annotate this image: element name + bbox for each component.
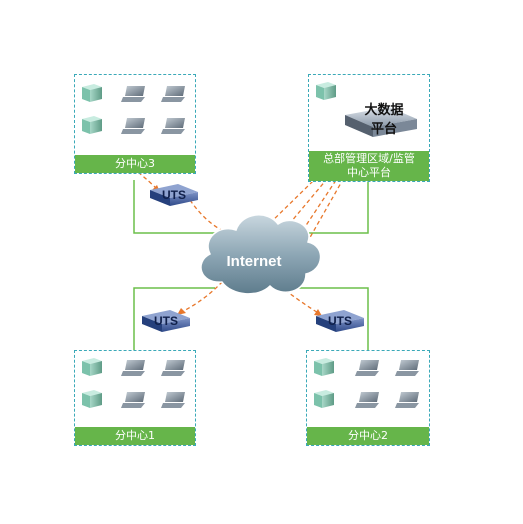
flow-cloud-uts2 bbox=[284, 289, 321, 315]
bigdata-label-line2: 平台 bbox=[370, 122, 397, 137]
uts-label-branch2: UTS bbox=[328, 314, 352, 328]
firewall-front bbox=[316, 316, 336, 332]
flow-cloud-bigdata-3 bbox=[294, 143, 361, 243]
server-icon bbox=[314, 81, 338, 105]
laptop-icon bbox=[121, 117, 149, 139]
internet-cloud-shape bbox=[200, 214, 322, 295]
arrowhead-uts1 bbox=[177, 308, 186, 315]
branch1-panel: 分中心1 bbox=[74, 350, 196, 446]
firewall-side bbox=[336, 318, 364, 332]
flow-uts3-cloud bbox=[189, 199, 226, 233]
laptop-icon bbox=[161, 391, 189, 413]
firewall-side bbox=[162, 318, 190, 332]
cloud-icon bbox=[200, 214, 322, 295]
laptop-icon bbox=[355, 359, 383, 381]
link-branch2-cloud bbox=[290, 287, 369, 350]
uts-label-branch3: UTS bbox=[162, 188, 186, 202]
branch2-label: 分中心2 bbox=[307, 427, 429, 445]
branch3-label: 分中心3 bbox=[75, 155, 195, 173]
server-icon bbox=[80, 389, 104, 413]
server-icon bbox=[312, 357, 336, 381]
bigdata-label-line1: 大数据 bbox=[364, 103, 404, 118]
link-branch1-cloud bbox=[133, 287, 215, 350]
server-icon bbox=[80, 83, 104, 107]
firewall-top bbox=[142, 310, 190, 324]
link-branch3-cloud bbox=[133, 180, 215, 234]
arrowhead-uts2 bbox=[314, 309, 322, 316]
hq-label-line2: 中心平台 bbox=[347, 166, 391, 179]
flow-uts1-cloud bbox=[179, 281, 223, 314]
uts-device-branch2: UTS bbox=[316, 310, 364, 332]
laptop-icon bbox=[121, 85, 149, 107]
firewall-icon bbox=[150, 184, 198, 206]
server-icon bbox=[80, 357, 104, 381]
uts-device-branch3: UTS bbox=[150, 184, 198, 206]
server-icon bbox=[80, 115, 104, 139]
laptop-icon bbox=[161, 85, 189, 107]
branch3-panel: 分中心3 bbox=[74, 74, 196, 174]
hq-label: 总部管理区域/监管 中心平台 bbox=[309, 151, 429, 181]
firewall-front bbox=[150, 190, 170, 206]
firewall-side bbox=[170, 192, 198, 206]
hq-panel: 大数据 平台 总部管理区域/监管 中心平台 bbox=[308, 74, 430, 182]
link-hq-cloud bbox=[290, 180, 369, 234]
firewall-front bbox=[142, 316, 162, 332]
internet-label: Internet bbox=[226, 253, 281, 270]
laptop-icon bbox=[121, 391, 149, 413]
branch2-panel: 分中心2 bbox=[306, 350, 430, 446]
laptop-icon bbox=[121, 359, 149, 381]
firewall-icon bbox=[316, 310, 364, 332]
firewall-top bbox=[316, 310, 364, 324]
uts-device-branch1: UTS bbox=[142, 310, 190, 332]
branch1-label: 分中心1 bbox=[75, 427, 195, 445]
laptop-icon bbox=[161, 359, 189, 381]
laptop-icon bbox=[161, 117, 189, 139]
laptop-icon bbox=[395, 359, 423, 381]
uts-label-branch1: UTS bbox=[154, 314, 178, 328]
firewall-top bbox=[150, 184, 198, 198]
data-platform-icon bbox=[343, 105, 419, 143]
server-icon bbox=[312, 389, 336, 413]
laptop-icon bbox=[355, 391, 383, 413]
laptop-icon bbox=[395, 391, 423, 413]
hq-label-line1: 总部管理区域/监管 bbox=[323, 152, 415, 165]
firewall-icon bbox=[142, 310, 190, 332]
network-links bbox=[133, 180, 369, 350]
